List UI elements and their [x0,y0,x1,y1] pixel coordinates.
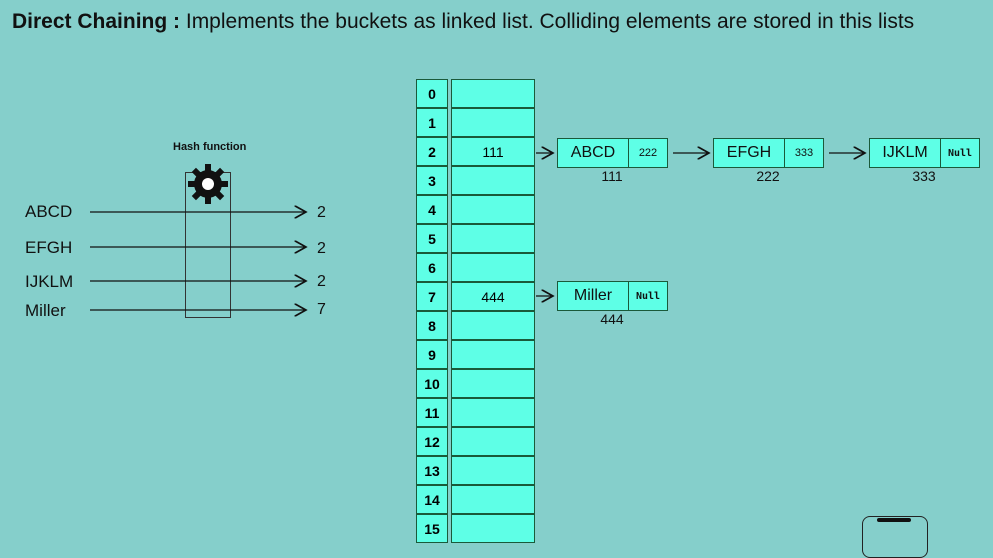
node-address: 333 [912,168,936,184]
bucket-index: 0 [416,79,448,108]
hash-output-abcd: 2 [317,204,326,221]
hash-output-ijklm: 2 [317,273,326,290]
node-ijklm: IJKLM Null [869,138,980,168]
hash-output-miller: 7 [317,301,326,318]
bucket-index: 15 [416,514,448,543]
table-row: 0 [416,79,535,108]
bucket-index: 9 [416,340,448,369]
bucket-slot [451,311,535,340]
bucket-index: 5 [416,224,448,253]
bucket-index: 14 [416,485,448,514]
bucket-slot [451,224,535,253]
bucket-slot [451,427,535,456]
node-value: ABCD [558,139,629,167]
node-next-pointer: 222 [638,147,658,159]
bucket-index: 4 [416,195,448,224]
node-value: IJKLM [870,139,941,167]
table-row: 14 [416,485,535,514]
hash-function-label: Hash function [173,141,247,153]
node-value: EFGH [714,139,785,167]
bucket-index: 10 [416,369,448,398]
bucket-slot: 111 [451,137,535,166]
table-row: 6 [416,253,535,282]
bucket-slot [451,340,535,369]
table-row: 9 [416,340,535,369]
table-row: 10 [416,369,535,398]
table-row: 4 [416,195,535,224]
node-next-pointer: Null [635,290,661,302]
gear-icon [188,164,228,204]
node-next-pointer: Null [947,147,973,159]
title-description: Implements the buckets as linked list. C… [185,10,915,33]
bucket-index: 2 [416,137,448,166]
bucket-slot [451,79,535,108]
bucket-index: 11 [416,398,448,427]
bucket-slot [451,398,535,427]
table-row: 12 [416,427,535,456]
key-label-ijklm: IJKLM [25,272,74,291]
node-address: 111 [601,168,623,184]
bucket-slot [451,108,535,137]
node-address: 222 [756,168,780,184]
bucket-index: 6 [416,253,448,282]
key-label-miller: Miller [25,301,66,320]
bucket-index: 3 [416,166,448,195]
bucket-slot [451,166,535,195]
hash-output-efgh: 2 [317,240,326,257]
bucket-index: 13 [416,456,448,485]
bucket-slot [451,195,535,224]
bucket-slot [451,369,535,398]
bucket-slot: 444 [451,282,535,311]
bucket-index: 8 [416,311,448,340]
table-row: 3 [416,166,535,195]
table-row: 15 [416,514,535,543]
node-efgh: EFGH 333 [713,138,824,168]
table-row: 8 [416,311,535,340]
bucket-index: 7 [416,282,448,311]
bucket-index: 12 [416,427,448,456]
bucket-index: 1 [416,108,448,137]
table-row: 13 [416,456,535,485]
page-title: Direct Chaining : Implements the buckets… [12,10,914,34]
node-miller: Miller Null [557,281,668,311]
bucket-slot [451,456,535,485]
table-row: 5 [416,224,535,253]
node-value: Miller [558,282,629,310]
node-address: 444 [600,311,624,327]
bucket-slot [451,485,535,514]
key-label-abcd: ABCD [25,202,73,221]
arrows-layer [90,0,993,543]
table-row: 1 [416,108,535,137]
node-abcd: ABCD 222 [557,138,668,168]
node-next-pointer: 333 [794,147,814,159]
key-label-efgh: EFGH [25,238,73,257]
bucket-slot [451,514,535,543]
phone-icon [862,516,928,558]
title-bold: Direct Chaining : [12,10,181,33]
table-row: 11 [416,398,535,427]
bucket-slot [451,253,535,282]
